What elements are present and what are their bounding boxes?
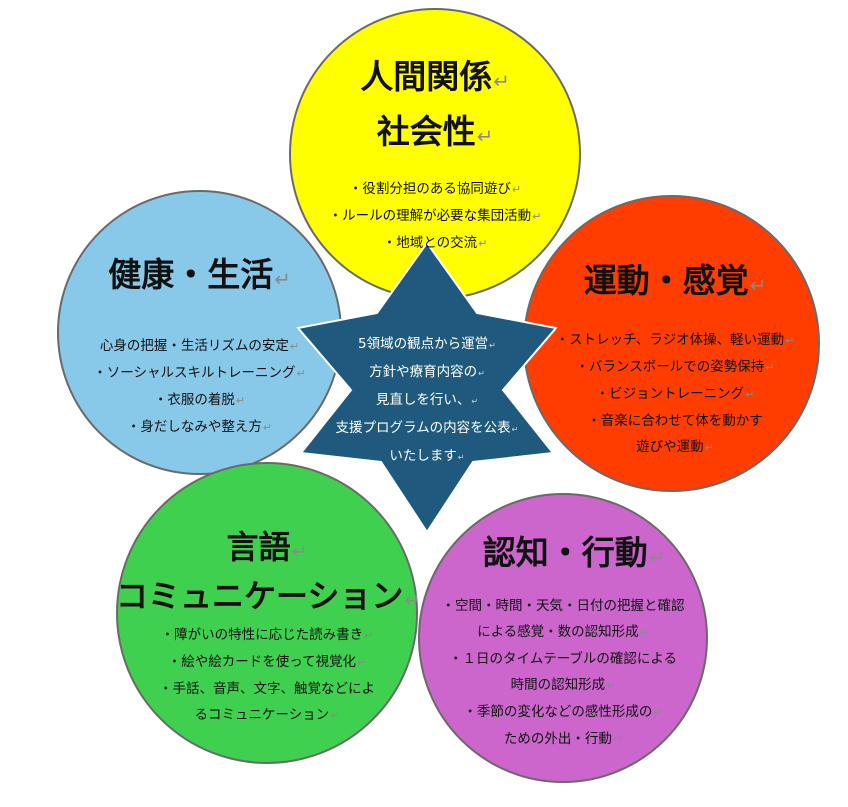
cognition-item: による感覚・数の認知形成↵ xyxy=(477,624,649,640)
cognition-item: ・１日のタイムテーブルの確認による xyxy=(448,651,677,667)
social-title: 人間関係↵ 社会性↵ xyxy=(289,52,581,162)
social-item: ・ルールの理解が必要な集団活動↵ xyxy=(328,208,542,224)
cognition-title: 認知・行動↵ xyxy=(440,528,708,583)
cognition-title-line: 認知・行動↵ xyxy=(482,533,666,572)
center-line: 方針や療育内容の↵ xyxy=(369,364,485,380)
health-items: 心身の把握・生活リズムの安定↵ ・ソーシャルスキルトレーニング↵ ・衣服の着脱↵… xyxy=(62,333,337,441)
language-title-line-1: 言語↵ xyxy=(226,528,308,566)
cognition-item: 時間の認知形成↵ xyxy=(510,677,616,693)
health-item: ・衣服の着脱↵ xyxy=(153,392,246,408)
cognition-item: ための外出・行動↵ xyxy=(503,731,623,747)
social-item: ・地域との交流↵ xyxy=(382,235,488,251)
health-title: 健康・生活↵ xyxy=(72,250,327,305)
health-title-line: 健康・生活↵ xyxy=(108,255,291,294)
center-line: 5領域の観点から運営↵ xyxy=(358,336,496,352)
language-items: ・障がいの特性に応じた読み書き↵ ・絵や絵カードを使って視覚化↵ ・手話、音声、… xyxy=(116,622,418,729)
cognition-item: ・空間・時間・天気・日付の把握と確認 xyxy=(441,598,685,614)
circle-cognition xyxy=(418,493,708,783)
language-item: ・手話、音声、文字、触覚などによ xyxy=(159,681,375,697)
cognition-item: ・季節の変化などの感性形成の↵ xyxy=(463,704,663,720)
language-item: ・絵や絵カードを使って視覚化↵ xyxy=(167,654,367,670)
motor-item: ・ストレッチ、ラジオ体操、軽い運動↵ xyxy=(555,332,795,348)
center-message: 5領域の観点から運営↵ 方針や療育内容の↵ 見直しを行い、↵ 支援プログラムの内… xyxy=(318,331,536,471)
language-item: ・障がいの特性に応じた読み書き↵ xyxy=(160,627,374,643)
motor-item: ・バランスボールでの姿勢保持↵ xyxy=(575,359,775,375)
motor-item: ・ビジョントレーニング↵ xyxy=(595,386,755,402)
center-line: 支援プログラムの内容を公表↵ xyxy=(335,420,519,436)
language-title-line-2: コミュニケーション↵ xyxy=(116,577,421,615)
language-item: るコミュニケーション↵ xyxy=(194,707,340,723)
motor-items: ・ストレッチ、ラジオ体操、軽い運動↵ ・バランスボールでの姿勢保持↵ ・ビジョン… xyxy=(530,327,820,461)
star-shape xyxy=(296,241,558,534)
social-title-line-1: 人間関係↵ xyxy=(360,57,510,96)
social-title-line-2: 社会性↵ xyxy=(376,112,494,151)
circle-health xyxy=(57,190,342,475)
center-line: いたします↵ xyxy=(389,448,465,464)
health-item: ・ソーシャルスキルトレーニング↵ xyxy=(93,365,306,381)
motor-title: 運動・感覚↵ xyxy=(530,256,820,311)
language-title: 言語↵ コミュニケーション↵ xyxy=(116,525,421,623)
circle-language xyxy=(116,462,418,764)
circle-motor xyxy=(523,195,820,492)
motor-item: ・音楽に合わせて体を動かす xyxy=(587,413,763,429)
circle-social xyxy=(289,8,581,300)
center-line: 見直しを行い、↵ xyxy=(375,392,479,408)
motor-title-line: 運動・感覚↵ xyxy=(583,261,767,300)
health-item: ・身だしなみや整え方↵ xyxy=(126,419,273,435)
social-items: ・役割分担のある協同遊び↵ ・ルールの理解が必要な集団活動↵ ・地域との交流↵ xyxy=(289,176,581,257)
cognition-items: ・空間・時間・天気・日付の把握と確認 による感覚・数の認知形成↵ ・１日のタイム… xyxy=(418,593,708,753)
health-item: 心身の把握・生活リズムの安定↵ xyxy=(99,338,300,354)
social-item: ・役割分担のある協同遊び↵ xyxy=(348,181,522,197)
motor-item: 遊びや運動↵ xyxy=(636,439,714,455)
